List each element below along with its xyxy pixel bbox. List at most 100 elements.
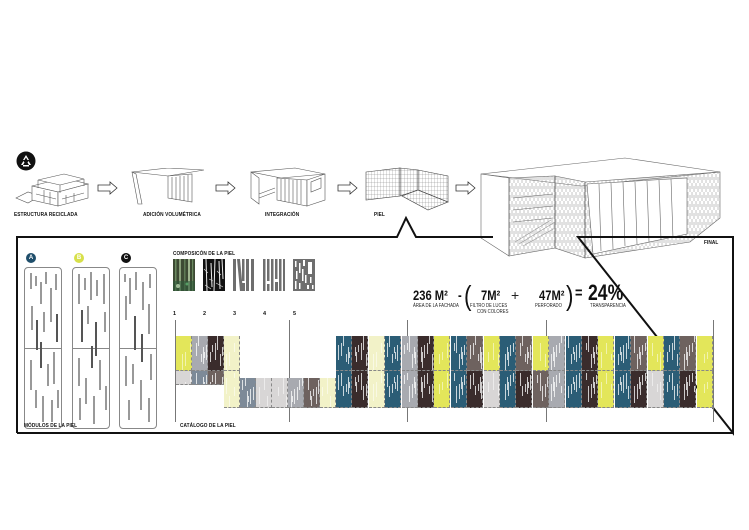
- catalog-panel: [368, 336, 385, 371]
- light-filter-label-2: CON COLORES: [477, 309, 509, 315]
- catalog-panel: [647, 371, 664, 408]
- catalog-panel: [532, 336, 549, 371]
- catalog-panel: [401, 371, 418, 408]
- catalog-panel: [176, 336, 192, 371]
- catalog-panel: [680, 336, 697, 371]
- catalog-panel: [418, 336, 434, 371]
- facade-area-value: 236 M²: [413, 287, 448, 303]
- composition-step-1: 1: [173, 311, 177, 317]
- module-a-panel: [24, 267, 62, 429]
- catalog-panel: [631, 336, 648, 371]
- stripes-pattern-4: [263, 259, 285, 291]
- composition-step-5: 5: [293, 311, 297, 317]
- catalog-panel: [385, 371, 402, 408]
- catalog-panel: [208, 336, 224, 371]
- catalog-panel: [516, 371, 533, 408]
- catalog-panel: [240, 378, 256, 408]
- catalog-panel: [483, 371, 500, 408]
- bamboo-photo-image: [173, 259, 195, 291]
- guide-line: [289, 320, 290, 422]
- catalog-panel: [680, 371, 697, 408]
- catalog-panel: [224, 336, 240, 371]
- catalog-panel: [582, 336, 598, 371]
- composition-title: COMPOSICÓN DE LA PIEL: [173, 251, 236, 257]
- catalog-panel: [549, 336, 566, 371]
- catalog-panel: [368, 371, 385, 408]
- perforated-value: 47M²: [539, 287, 565, 303]
- catalog-panel: [176, 371, 192, 385]
- step-label-piel: PIEL: [374, 212, 385, 218]
- catalog-panel: [336, 371, 352, 408]
- module-badge-c: C: [121, 253, 131, 263]
- catalog-panel: [598, 336, 615, 371]
- module-c-panel: [119, 267, 157, 429]
- catalog-panel: [385, 336, 402, 371]
- catalog-panel: [192, 336, 208, 371]
- arrow-right-icon: [97, 181, 118, 195]
- composition-step-2: 2: [203, 311, 207, 317]
- arrow-right-icon: [455, 181, 476, 195]
- light-filter-label-1: FILTRO DE LUCES: [470, 303, 508, 309]
- step-label-estructura: ESTRUCTURA RECICLADA: [14, 212, 78, 218]
- catalog-panel: [352, 336, 369, 371]
- catalog-panel: [614, 336, 631, 371]
- catalog-panel: [224, 378, 240, 408]
- catalog-panel: [582, 371, 598, 408]
- open-paren: (: [464, 280, 472, 311]
- modules-title: MÓDULOS DE LA PIEL: [24, 423, 78, 429]
- catalog-panel: [614, 371, 631, 408]
- composition-step-3: 3: [233, 311, 237, 317]
- catalog-panel: [450, 336, 467, 371]
- perforated-pattern-5: [293, 259, 315, 291]
- light-filter-value: 7M²: [481, 287, 501, 303]
- catalog-panel: [467, 336, 484, 371]
- catalog-panel: [304, 378, 320, 408]
- recycled-structure-drawing: [15, 173, 90, 207]
- catalog-panel: [352, 371, 369, 408]
- catalog-panel: [516, 336, 533, 371]
- transparency-label: TRANSPARENCIA: [590, 303, 626, 309]
- close-paren: ): [566, 280, 574, 311]
- catalog-panel: [500, 336, 516, 371]
- catalog-panel: [565, 371, 582, 408]
- catalog-panel: [450, 371, 467, 408]
- guide-line: [713, 320, 714, 422]
- catalog-panel: [336, 336, 352, 371]
- integration-drawing: [250, 167, 326, 207]
- catalog-panel: [631, 371, 648, 408]
- catalog-panel: [272, 378, 288, 408]
- catalog-panel: [320, 378, 336, 408]
- catalog-panel: [434, 336, 451, 371]
- equals-sign: =: [575, 285, 583, 302]
- perforated-label: PERFORADO: [535, 303, 562, 309]
- skin-drawing: [365, 167, 449, 211]
- catalog-panel: [696, 371, 713, 408]
- catalog-panel: [500, 371, 516, 408]
- catalog-panel: [696, 336, 713, 371]
- bamboo-contrast-image: [203, 259, 225, 291]
- catalog-panel: [598, 371, 615, 408]
- catalog-panel: [256, 378, 272, 408]
- catalog-panel: [208, 371, 224, 385]
- catalog-title: CATÁLOGO DE LA PIEL: [180, 423, 236, 429]
- catalog-panel: [288, 378, 304, 408]
- catalog-panel: [483, 336, 500, 371]
- catalog-panel: [664, 336, 680, 371]
- transparency-result: 24%: [588, 280, 624, 305]
- volumetric-addition-drawing: [131, 168, 205, 205]
- composition-step-4: 4: [263, 311, 267, 317]
- module-b-panel: [72, 267, 110, 429]
- catalog-panel: [467, 371, 484, 408]
- arrow-right-icon: [215, 181, 236, 195]
- guide-line: [175, 320, 176, 422]
- minus-sign: -: [458, 287, 462, 303]
- catalog-panel: [664, 371, 680, 408]
- catalog-panel: [418, 371, 434, 408]
- catalog-panel: [549, 371, 566, 408]
- arrow-right-icon: [337, 181, 358, 195]
- catalog-panel: [401, 336, 418, 371]
- step-label-adicion: ADICIÓN VOLUMÉTRICA: [143, 212, 201, 218]
- plus-sign: +: [511, 287, 520, 303]
- step-label-final: FINAL: [704, 240, 719, 246]
